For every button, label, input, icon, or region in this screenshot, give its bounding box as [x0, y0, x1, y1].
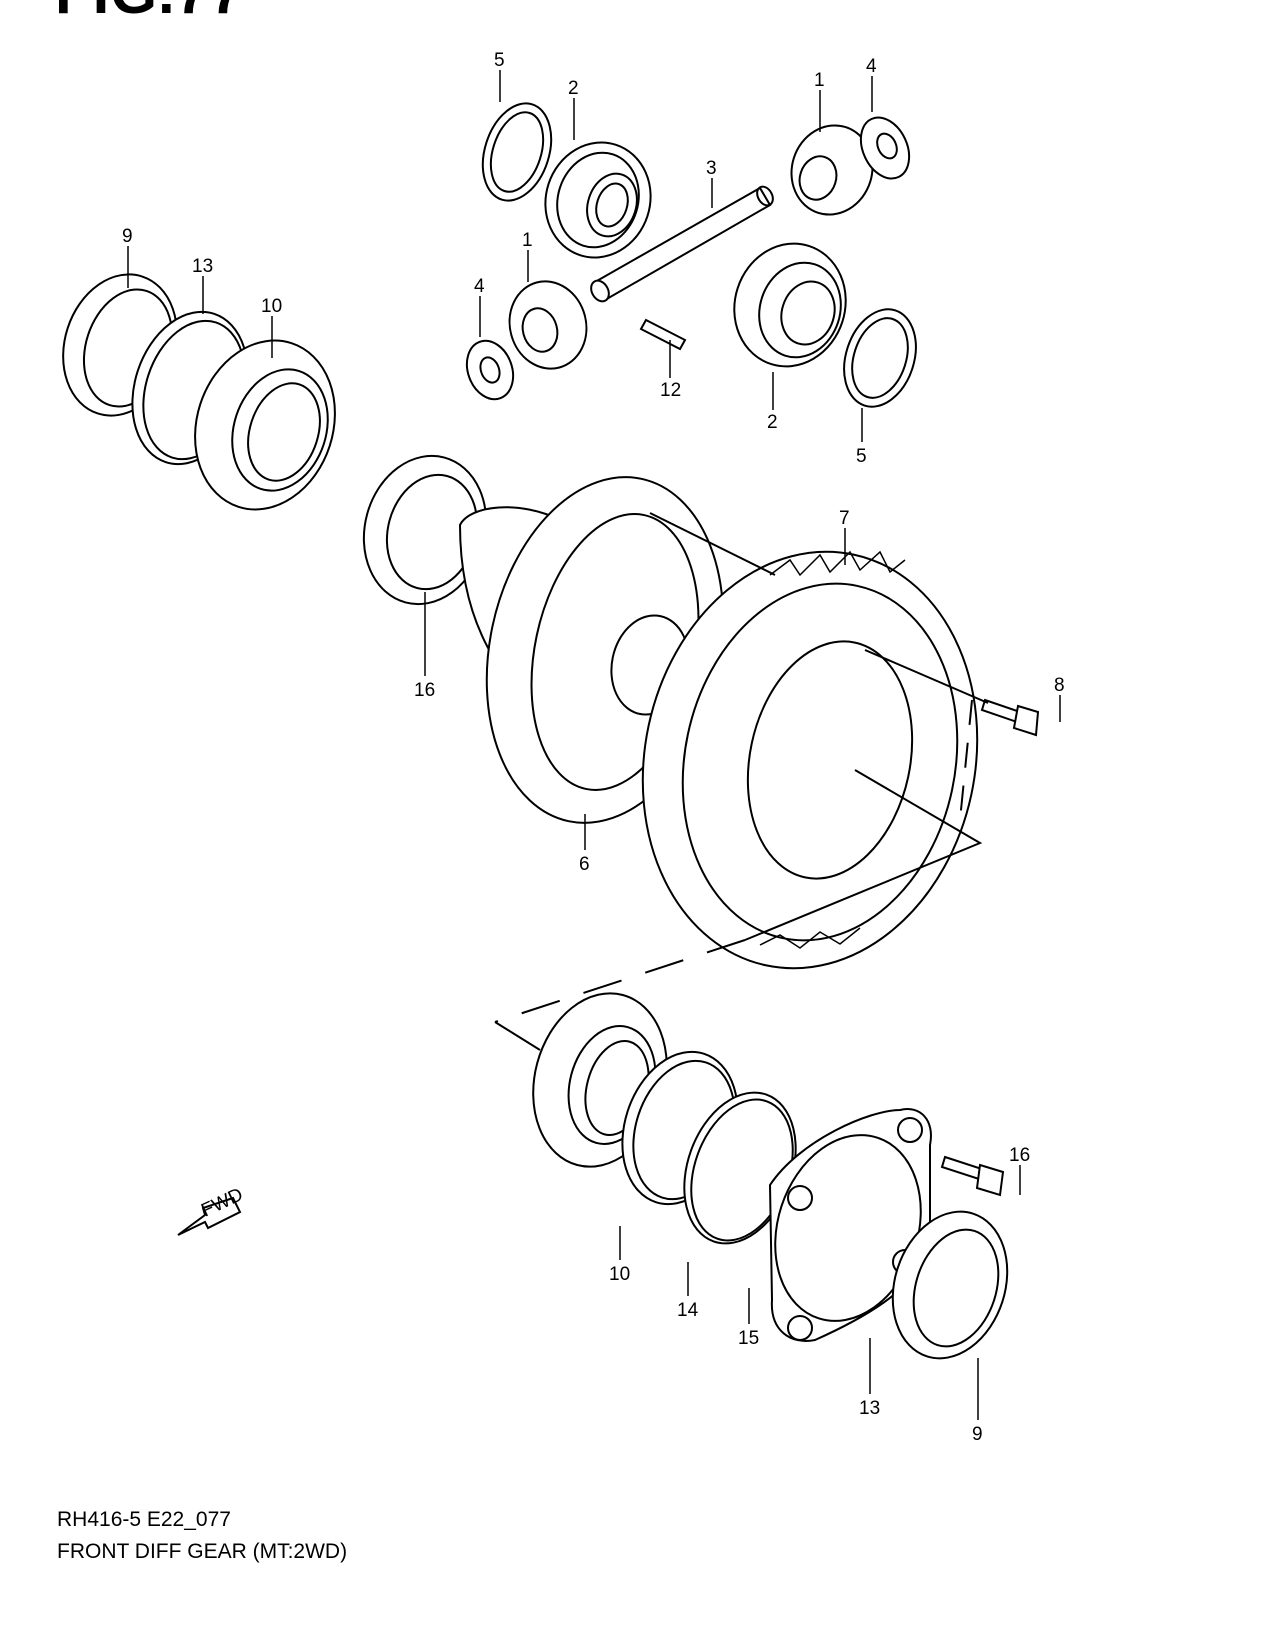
callout-2: 2	[568, 78, 579, 99]
side-gear-2[interactable]	[719, 229, 862, 381]
callout-9: 9	[122, 226, 133, 247]
callout-12: 13	[192, 256, 213, 277]
callout-10: 10	[609, 1264, 630, 1285]
callout-16: 16	[414, 680, 435, 701]
callout-4: 4	[474, 276, 485, 297]
thrust-washer-5[interactable]	[471, 95, 563, 210]
callout-3: 3	[706, 158, 717, 179]
callout-1: 1	[522, 230, 533, 251]
lock-pin-11[interactable]	[639, 318, 687, 351]
fwd-arrow-icon: FWD	[177, 1184, 246, 1236]
side-gear-2[interactable]	[531, 129, 666, 271]
figure-title: FIG.77	[55, 0, 244, 27]
callout-11: 12	[660, 380, 681, 401]
diagram-description: FRONT DIFF GEAR (MT:2WD)	[57, 1540, 348, 1563]
thrust-washer-4[interactable]	[459, 334, 521, 405]
callout-8: 8	[1054, 675, 1065, 696]
callout-12: 14	[677, 1300, 699, 1321]
pinion-gear-1[interactable]	[500, 273, 596, 378]
callout-1: 1	[814, 70, 825, 91]
callout-5: 5	[856, 446, 867, 467]
thrust-washer-4[interactable]	[852, 110, 919, 187]
pinion-gear-1[interactable]	[780, 115, 884, 225]
ring-gear-bolt-8[interactable]	[980, 698, 1040, 737]
callout-5: 5	[494, 50, 505, 71]
diagram-code: RH416-5 E22_077	[57, 1508, 231, 1531]
thrust-washer-5[interactable]	[832, 300, 928, 416]
callout-4: 4	[866, 56, 877, 77]
leader-lines	[127, 70, 1061, 1420]
callout-7: 7	[839, 508, 850, 529]
callout-13: 13	[859, 1398, 880, 1419]
callout-15: 16	[1009, 1145, 1030, 1166]
final-gear-7[interactable]	[605, 520, 1015, 999]
pinion-shaft-3[interactable]	[588, 184, 776, 305]
bearing-10[interactable]	[174, 322, 356, 528]
retainer-bolt-15[interactable]	[940, 1155, 1005, 1197]
callout-2: 2	[767, 412, 778, 433]
callout-6: 6	[579, 854, 590, 875]
callout-9: 9	[972, 1424, 983, 1445]
callout-10: 10	[261, 296, 282, 317]
callout-14: 15	[738, 1328, 759, 1349]
oil-seal-9[interactable]	[875, 1197, 1026, 1374]
